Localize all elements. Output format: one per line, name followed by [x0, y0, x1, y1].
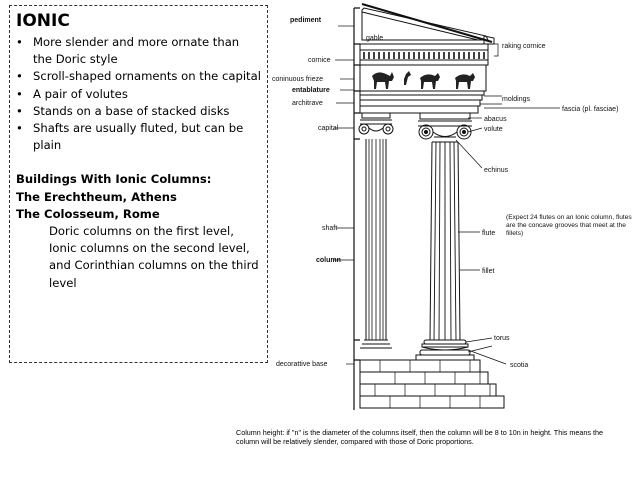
- list-item: •Shafts are usually fluted, but can be p…: [16, 121, 244, 153]
- building-erechtheum: The Erechtheum, Athens: [16, 189, 177, 204]
- list-item: •More slender and more ornate than the D…: [16, 35, 240, 67]
- label-decorative-base: decorattive base: [276, 361, 327, 368]
- steps-drawing: [359, 359, 505, 409]
- right-shaft-drawing: [429, 141, 461, 341]
- cornice-drawing: [359, 43, 489, 66]
- pediment-drawing: [361, 3, 495, 45]
- label-pediment: pediment: [290, 17, 322, 24]
- measurement-bars: [353, 7, 360, 410]
- list-item: •Stands on a base of stacked disks: [16, 103, 230, 118]
- label-fillet: fillet: [482, 268, 495, 275]
- label-raking-cornice: raking cornice: [502, 43, 546, 50]
- ionic-order-diagram: pediment gable raking cornice cornice co…: [272, 3, 632, 410]
- feature-list: •More slender and more ornate than the D…: [16, 34, 261, 154]
- frieze-drawing: [359, 64, 487, 92]
- label-volute: volute: [484, 126, 503, 133]
- label-torus: torus: [494, 335, 510, 342]
- ionic-text-panel: IONIC •More slender and more ornate than…: [9, 5, 268, 363]
- label-abacus: abacus: [484, 116, 507, 123]
- colosseum-note: Doric columns on the first level, Ionic …: [49, 224, 259, 290]
- base-drawing: [360, 339, 475, 361]
- label-shaft: shaft: [322, 225, 337, 232]
- right-capital-drawing: [418, 112, 472, 140]
- label-column: column: [316, 257, 341, 264]
- flute-note: (Expect 24 flutes on an Ionic column, fl…: [506, 214, 632, 237]
- label-cornice: cornice: [308, 57, 331, 64]
- label-moldings: moldings: [502, 96, 531, 103]
- building-colosseum: The Colosseum, Rome: [16, 206, 160, 221]
- list-item: •A pair of volutes: [16, 86, 128, 101]
- leader-lines: [334, 25, 560, 365]
- label-continuous-frieze: coninuous frieze: [272, 76, 323, 83]
- left-shaft-drawing: [365, 139, 387, 340]
- label-echinus: echinus: [484, 167, 509, 174]
- panel-title: IONIC: [16, 11, 70, 31]
- left-capital-drawing: [358, 112, 394, 135]
- column-height-caption: Column height: if "n" is the diameter of…: [236, 428, 603, 447]
- label-capital: capital: [318, 125, 339, 132]
- list-item: •Scroll-shaped ornaments on the capital: [16, 69, 261, 84]
- architrave-drawing: [359, 90, 485, 114]
- label-entablature: entablature: [292, 87, 330, 94]
- buildings-heading: Buildings With Ionic Columns:: [16, 172, 212, 187]
- label-flute: flute: [482, 230, 495, 237]
- label-scotia: scotia: [510, 362, 528, 369]
- label-gable: gable: [366, 35, 383, 42]
- label-fascia: fascia (pl. fasciae): [562, 106, 618, 113]
- label-architrave: architrave: [292, 100, 323, 107]
